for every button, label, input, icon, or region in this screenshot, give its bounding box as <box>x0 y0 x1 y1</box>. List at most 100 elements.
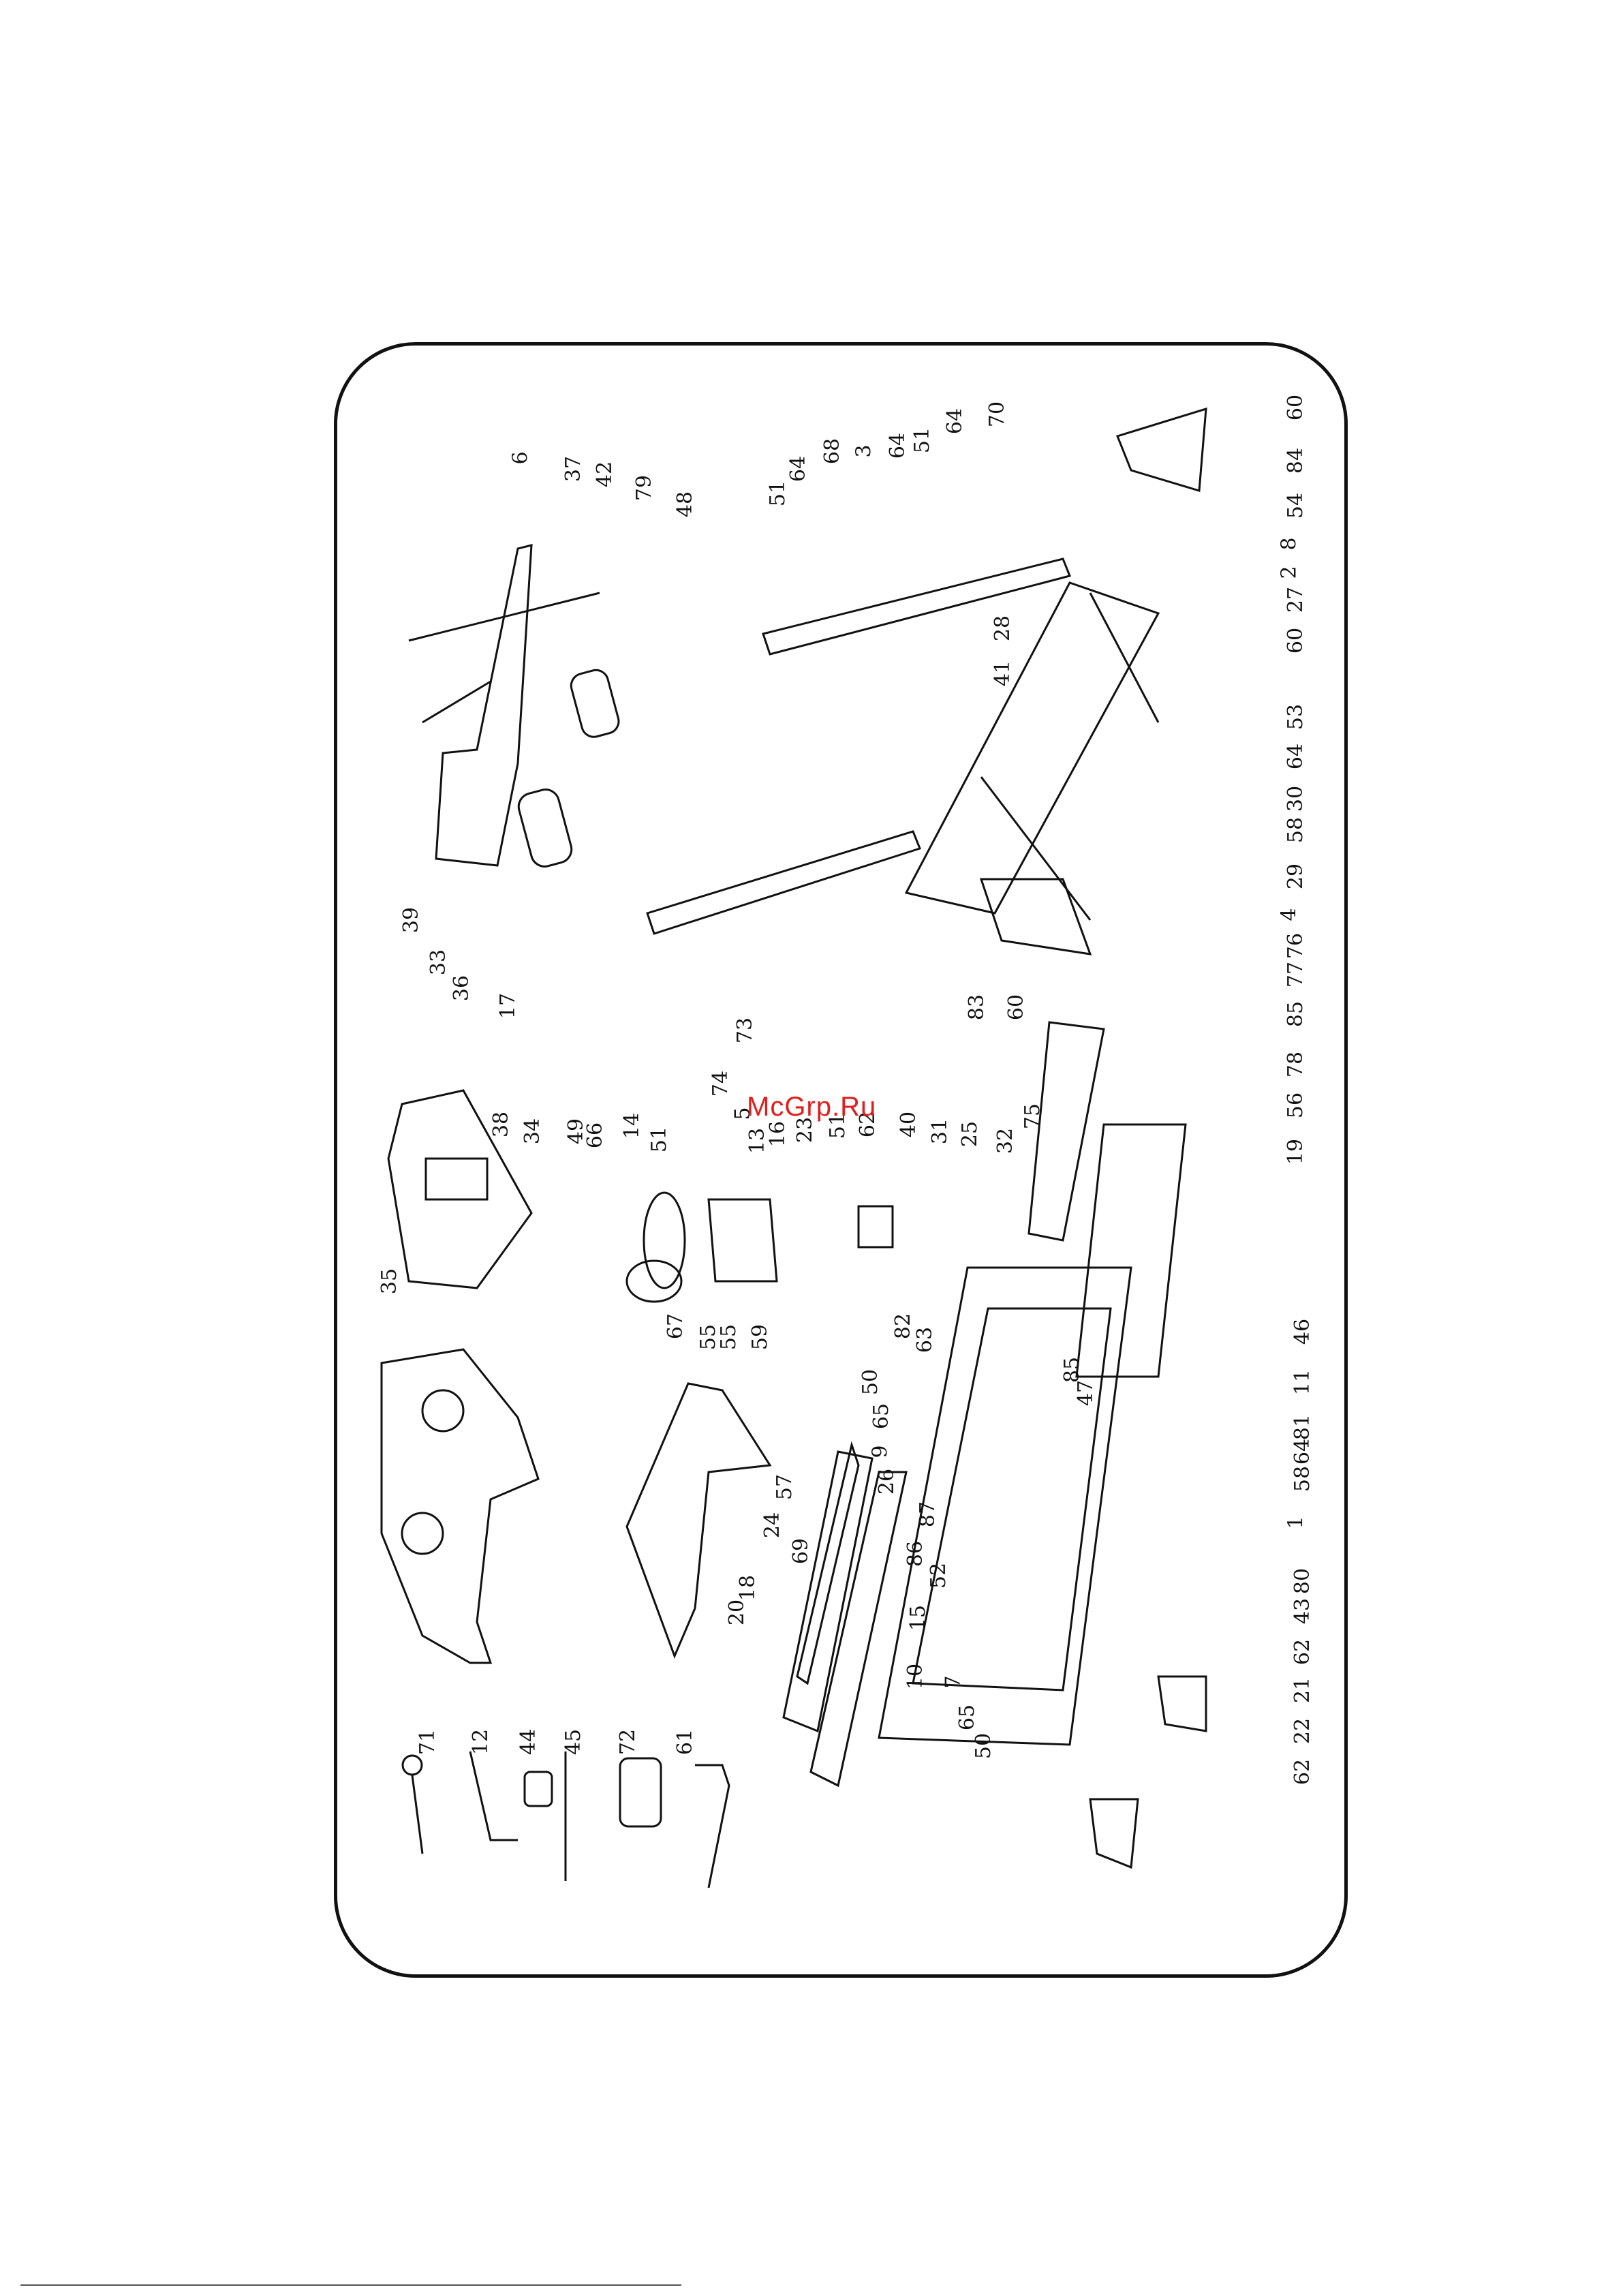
callout-label: 37 <box>561 455 586 483</box>
callout-label: 72 <box>616 1728 640 1756</box>
callout-label: 29 <box>1284 863 1308 890</box>
callout-label: 48 <box>673 491 698 518</box>
safety-key-cord <box>411 1775 424 1854</box>
callout-label: 60 <box>1284 627 1308 654</box>
bushing <box>523 1771 553 1807</box>
callout-label: 4 <box>1277 908 1301 921</box>
callout-label: 57 <box>773 1473 797 1501</box>
main-frame <box>878 1266 1132 1746</box>
callout-label: 66 <box>583 1122 608 1149</box>
callout-label: 67 <box>664 1313 688 1340</box>
side-rail <box>809 1471 908 1788</box>
callout-label: 32 <box>993 1127 1018 1154</box>
callout-label: 12 <box>469 1728 493 1756</box>
callout-label: 26 <box>875 1468 899 1495</box>
callout-label: 13 <box>745 1127 770 1154</box>
callout-label: 58 <box>1290 1465 1315 1493</box>
console-panel <box>387 1089 533 1289</box>
callout-label: 10 <box>903 1663 928 1690</box>
callout-label: 51 <box>910 427 935 454</box>
lift-frame <box>1075 1123 1187 1378</box>
callout-label: 20 <box>725 1599 749 1626</box>
console-screen <box>424 1157 489 1201</box>
handlebar-frame <box>435 544 533 867</box>
upright-post-mid <box>646 830 921 935</box>
callout-label: 55 <box>696 1323 721 1351</box>
callout-label: 27 <box>1284 586 1308 613</box>
oil-bottle <box>619 1757 662 1828</box>
console-cover-speaker-1 <box>421 1389 465 1433</box>
callout-label: 65 <box>955 1704 980 1731</box>
callout-label: 59 <box>748 1323 773 1351</box>
handlebar-arm-1 <box>422 680 491 724</box>
callout-label: 40 <box>897 1111 921 1138</box>
callout-label: 16 <box>766 1120 790 1148</box>
callout-label: 77 <box>1284 961 1308 988</box>
callout-label: 39 <box>399 906 424 934</box>
callout-label: 63 <box>913 1326 938 1353</box>
callout-label: 80 <box>1290 1567 1315 1595</box>
callout-label: 55 <box>717 1323 741 1351</box>
console-cover-speaker-2 <box>401 1512 444 1555</box>
callout-label: 54 <box>1284 492 1308 519</box>
callout-label: 64 <box>943 408 968 435</box>
base-frame-lower <box>980 592 1160 921</box>
callout-label: 24 <box>760 1512 785 1539</box>
console-cover <box>380 1348 540 1664</box>
callout-label: 82 <box>891 1313 916 1340</box>
callout-label: 33 <box>427 949 451 976</box>
end-cap <box>1116 407 1207 492</box>
callout-label: 56 <box>1284 1092 1308 1119</box>
motor-base <box>625 1259 683 1303</box>
callout-label: 41 <box>991 660 1015 687</box>
callout-label: 46 <box>1290 1318 1315 1345</box>
callout-label: 51 <box>647 1126 672 1153</box>
callout-label: 45 <box>561 1728 586 1756</box>
callout-label: 42 <box>593 461 617 488</box>
grip-tube <box>517 789 573 868</box>
callout-label: 60 <box>1004 994 1029 1021</box>
callout-label: 25 <box>958 1120 983 1148</box>
callout-label: 62 <box>1290 1758 1315 1786</box>
callout-label: 51 <box>766 480 790 507</box>
running-deck <box>782 1450 874 1733</box>
callout-label: 8 <box>1277 537 1301 551</box>
callout-label: 28 <box>991 615 1015 642</box>
callout-label: 76 <box>1284 932 1308 960</box>
callout-label: 70 <box>985 401 1010 428</box>
callout-label: 52 <box>927 1562 951 1589</box>
grip-tube-2 <box>570 669 620 738</box>
multi-tool <box>695 1764 730 1888</box>
callout-label: 6 <box>508 451 533 465</box>
callout-label: 79 <box>632 474 657 502</box>
callout-label: 18 <box>736 1574 760 1602</box>
callout-label: 64 <box>1290 1438 1315 1465</box>
callout-label: 50 <box>859 1368 883 1396</box>
main-frame-inner <box>912 1307 1112 1692</box>
callout-label: 74 <box>709 1070 733 1097</box>
callout-label: 62 <box>1290 1638 1315 1666</box>
callout-label: 85 <box>1060 1356 1085 1383</box>
lift-arm <box>1027 1021 1105 1242</box>
callout-label: 44 <box>516 1728 541 1756</box>
callout-label: 73 <box>733 1017 758 1044</box>
diagram-frame <box>334 342 1348 1978</box>
belt-guard <box>857 1205 894 1249</box>
callout-label: 68 <box>820 438 845 465</box>
callout-label: 87 <box>916 1501 940 1528</box>
callout-label: 38 <box>489 1111 514 1138</box>
callout-label: 11 <box>1290 1368 1315 1396</box>
callout-label: 31 <box>928 1118 953 1145</box>
callout-label: 22 <box>1290 1717 1315 1745</box>
callout-label: 47 <box>1074 1379 1098 1407</box>
callout-label: 1 <box>1284 1516 1308 1529</box>
callout-label: 2 <box>1277 566 1301 579</box>
callout-label: 43 <box>1290 1597 1315 1625</box>
safety-key <box>401 1754 423 1776</box>
callout-label: 64 <box>886 432 910 459</box>
callout-label: 75 <box>1021 1103 1045 1130</box>
callout-label: 71 <box>416 1728 440 1756</box>
base-frame-top <box>904 581 1160 915</box>
callout-label: 30 <box>1284 785 1308 812</box>
